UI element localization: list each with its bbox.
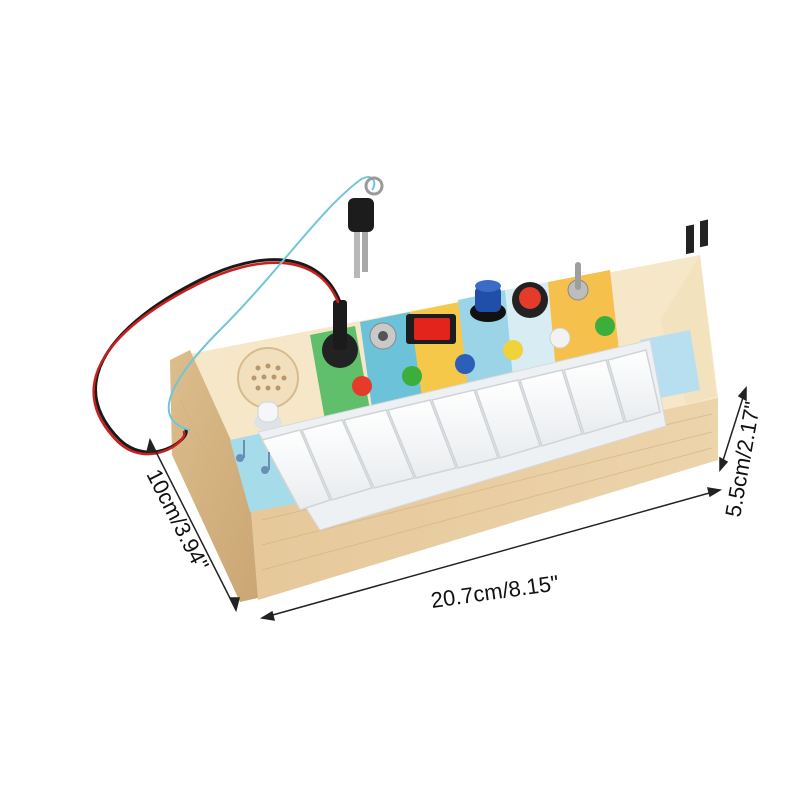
red-light-button — [512, 282, 548, 318]
led-white — [549, 327, 571, 349]
piano-key — [342, 409, 416, 489]
piano-key — [300, 419, 374, 501]
led-lights — [352, 316, 615, 396]
piano-key — [519, 369, 583, 447]
piano-key — [260, 429, 332, 511]
push-button — [254, 401, 282, 431]
led-red — [352, 376, 372, 396]
rotary-knob — [470, 280, 506, 322]
piano-key — [475, 379, 541, 459]
key-icon — [348, 176, 384, 278]
led-green-2 — [595, 316, 615, 336]
rocker-switch — [406, 314, 456, 344]
left-side — [170, 350, 258, 602]
key-switch — [322, 300, 397, 368]
led-green — [402, 366, 422, 386]
piano-keyboard — [257, 339, 667, 531]
piano-key — [607, 349, 661, 423]
piano-key — [430, 389, 499, 469]
dimension-lines — [146, 386, 747, 621]
height-label: 5.5cm/2.17" — [720, 400, 765, 519]
key-cord — [167, 176, 376, 431]
led-blue — [455, 354, 475, 374]
speaker-grille-icon — [237, 347, 299, 409]
length-label: 20.7cm/8.15" — [429, 570, 560, 613]
piano-key — [386, 399, 458, 479]
piano-key — [563, 359, 625, 435]
music-note-icon — [236, 440, 270, 474]
front-face — [250, 398, 718, 600]
led-yellow — [503, 340, 523, 360]
toggle-switch-icon — [567, 262, 589, 301]
